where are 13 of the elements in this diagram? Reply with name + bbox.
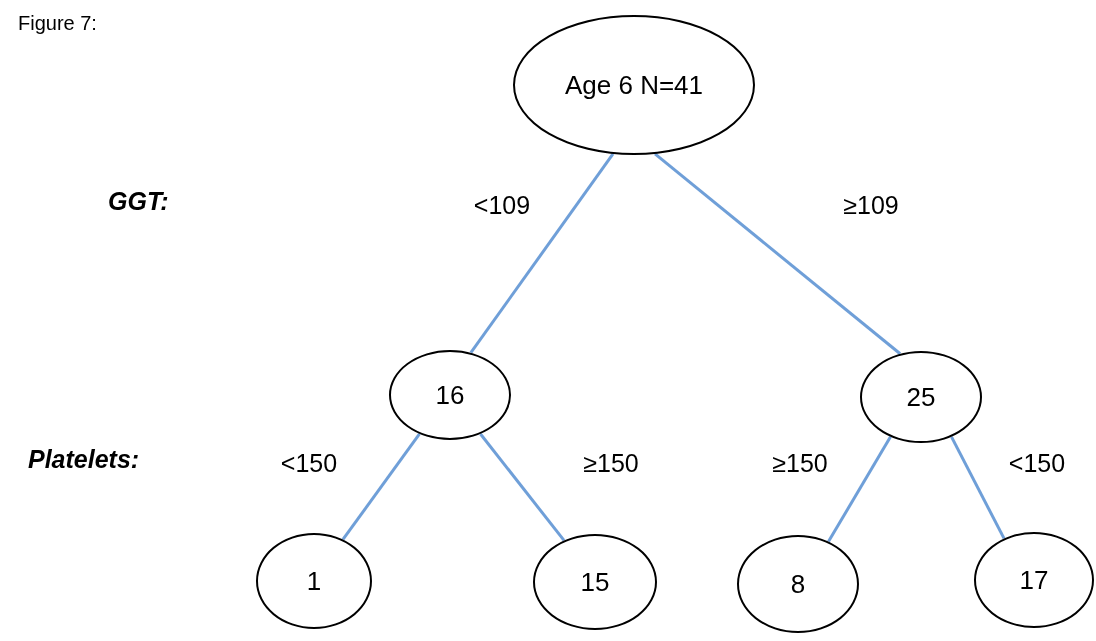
node-count: 16 [435,378,465,412]
node-count: 8 [790,567,806,601]
split-variable-label: Platelets: [28,445,140,474]
split-variable-label: GGT: [108,187,169,216]
connector-line [469,153,615,354]
connector-line [341,433,421,541]
node-count: 25 [906,380,936,414]
node-count: 15 [580,565,610,599]
figure-title: Figure 7: [18,12,97,35]
node-count: Age 6 N=41 [563,68,705,102]
connector-line [654,152,902,355]
node-count: 17 [1019,563,1049,597]
node-count: 1 [306,564,322,598]
